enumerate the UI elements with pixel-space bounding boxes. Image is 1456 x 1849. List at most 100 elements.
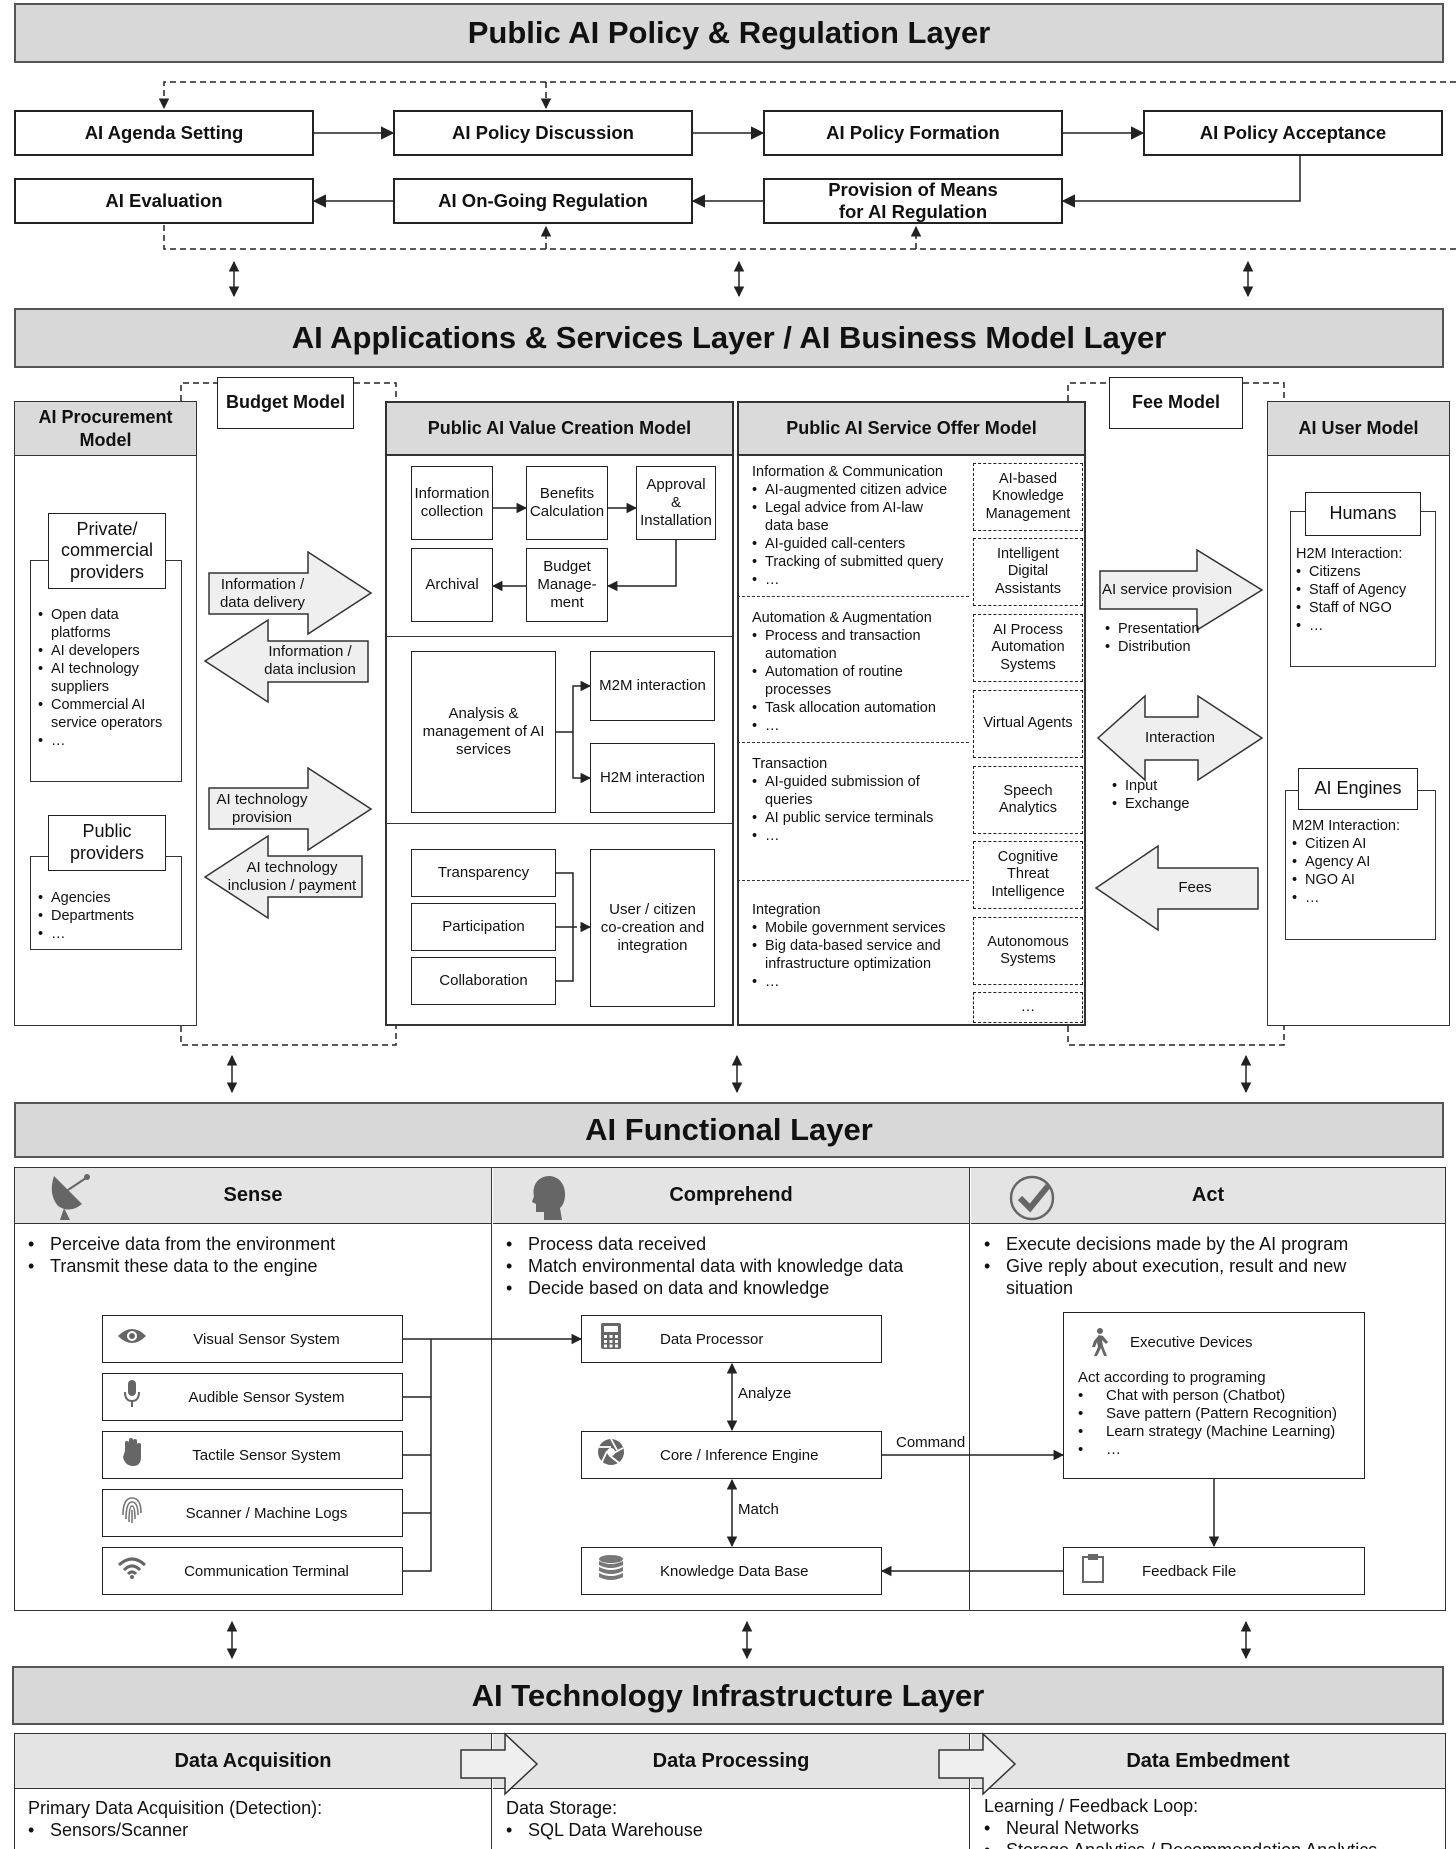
public-item: Agencies — [51, 890, 111, 906]
ai-policy-discussion-label: AI Policy Discussion — [452, 121, 634, 143]
embedment-item: Neural Networks — [1006, 1818, 1140, 1838]
info-collection-label-1: Information — [414, 485, 490, 502]
infrastructure-layer-header: AI Technology Infrastructure Layer — [12, 1666, 1444, 1725]
list-item: •Distribution — [1105, 639, 1191, 655]
list-item: queries — [752, 791, 967, 809]
info-inclusion-arrow-label: Information /data inclusion — [254, 643, 366, 679]
arrow-label: Information / — [268, 643, 352, 660]
m2m-item: NGO AI — [1305, 872, 1355, 888]
act-item: Give reply about execution, result and n… — [1006, 1256, 1347, 1276]
benefits-label-2: Calculation — [529, 503, 605, 520]
service-group-title: Transaction — [752, 756, 828, 772]
acquisition-title: Data Acquisition — [174, 1749, 332, 1772]
processing-content: Data Storage: •SQL Data Warehouse — [506, 1797, 966, 1841]
approval-label-2: & — [670, 494, 681, 511]
tech-label: AI-based — [998, 470, 1058, 487]
list-item: •Storage Analytics / Recommendation Anal… — [984, 1839, 1444, 1849]
approval-installation-box: Approval&Installation — [636, 466, 716, 540]
participation-box: Participation — [411, 903, 556, 951]
aperture-icon — [582, 1438, 640, 1472]
scanner-logs-box: Scanner / Machine Logs — [102, 1489, 403, 1537]
private-item: Commercial AI — [51, 697, 146, 713]
list-item: •Perceive data from the environment — [28, 1234, 336, 1254]
list-item: •Execute decisions made by the AI progra… — [984, 1234, 1349, 1254]
budget-model-box: Budget Model — [217, 377, 354, 429]
arrow-label: Information / — [220, 576, 305, 593]
procurement-title-1: AI Procurement — [38, 407, 173, 427]
list-item: •AI-guided call-centers — [752, 536, 906, 552]
divider — [385, 636, 734, 637]
microphone-icon — [103, 1379, 161, 1415]
divider — [737, 742, 969, 743]
acquisition-content: Primary Data Acquisition (Detection): •S… — [28, 1797, 488, 1841]
list-item: •… — [38, 926, 66, 942]
fee-item: Distribution — [1118, 639, 1191, 655]
cocreation-label-2: co-creation and — [600, 919, 705, 936]
service-group-title: Information & Communication — [752, 464, 943, 480]
list-item: •Sensors/Scanner — [28, 1820, 189, 1840]
fee-item: Input — [1125, 778, 1158, 794]
service-group-title: Automation & Augmentation — [752, 610, 932, 626]
arrow-label: inclusion / payment — [227, 877, 357, 894]
sensor-label: Tactile Sensor System — [192, 1446, 341, 1464]
list-item: •Input — [1112, 778, 1158, 794]
service-group-title: Integration — [752, 902, 821, 918]
list-item: •Citizen AI — [1292, 836, 1367, 852]
list-item: •AI technology — [38, 661, 139, 677]
service-item: data base — [765, 518, 829, 534]
divider — [969, 1168, 970, 1610]
service-offer-header: Public AI Service Offer Model — [737, 401, 1086, 456]
transparency-box: Transparency — [411, 849, 556, 897]
private-item: service operators — [51, 715, 163, 731]
visual-sensor-box: Visual Sensor System — [102, 1315, 403, 1363]
fee-item: Exchange — [1125, 796, 1190, 812]
private-title-1: Private/ — [76, 518, 138, 539]
acquisition-intro: Primary Data Acquisition (Detection): — [28, 1798, 323, 1818]
head-icon — [532, 1176, 566, 1220]
list-item: •Big data-based service and — [752, 938, 941, 954]
ai-evaluation-label: AI Evaluation — [105, 189, 223, 211]
private-providers-list: •Open data platforms •AI developers •AI … — [38, 606, 178, 750]
tech-label: Speech — [1003, 782, 1053, 799]
list-item: •NGO AI — [1292, 872, 1355, 888]
list-item: situation — [984, 1277, 1444, 1299]
command-label: Command — [896, 1434, 966, 1451]
exec-intro: Act according to programing — [1078, 1369, 1266, 1386]
tech-label: Systems — [1000, 951, 1056, 967]
list-item: •Decide based on data and knowledge — [506, 1278, 830, 1298]
list-item: •Presentation — [1105, 621, 1200, 637]
h2m-list: H2M Interaction: •Citizens •Staff of Age… — [1296, 545, 1434, 635]
comprehend-item: Decide based on data and knowledge — [528, 1278, 830, 1298]
ai-engines-title: AI Engines — [1298, 768, 1418, 810]
database-icon — [582, 1554, 640, 1588]
info-delivery-arrow-label: Information /data delivery — [210, 576, 315, 612]
embedment-intro: Learning / Feedback Loop: — [984, 1796, 1199, 1816]
infrastructure-layer-title: AI Technology Infrastructure Layer — [471, 1677, 985, 1713]
service-item: processes — [765, 682, 832, 698]
clipboard-icon — [1064, 1553, 1122, 1589]
service-provision-arrow-label: AI service provision — [1102, 581, 1233, 598]
service-item: Automation of routine — [765, 664, 903, 680]
service-item: Task allocation automation — [765, 700, 936, 716]
list-item: •Agencies — [38, 890, 111, 906]
processing-title: Data Processing — [652, 1749, 810, 1772]
tech-label: Automation — [991, 639, 1065, 656]
list-item: •Match environmental data with knowledge… — [506, 1256, 904, 1276]
tech-label: Assistants — [994, 580, 1062, 597]
ai-agenda-setting-label: AI Agenda Setting — [84, 121, 244, 143]
approval-label-3: Installation — [640, 512, 712, 529]
act-item: situation — [1006, 1278, 1074, 1298]
service-item: AI public service terminals — [765, 810, 934, 826]
ai-policy-acceptance-box: AI Policy Acceptance — [1143, 110, 1443, 156]
fee-model-label: Fee Model — [1131, 392, 1220, 413]
h2m-item: Citizens — [1309, 564, 1361, 580]
divider — [491, 1168, 492, 1610]
audible-sensor-box: Audible Sensor System — [102, 1373, 403, 1421]
core-engine-label: Core / Inference Engine — [660, 1446, 819, 1464]
sense-list: •Perceive data from the environment •Tra… — [28, 1233, 488, 1277]
private-item: … — [51, 733, 66, 749]
